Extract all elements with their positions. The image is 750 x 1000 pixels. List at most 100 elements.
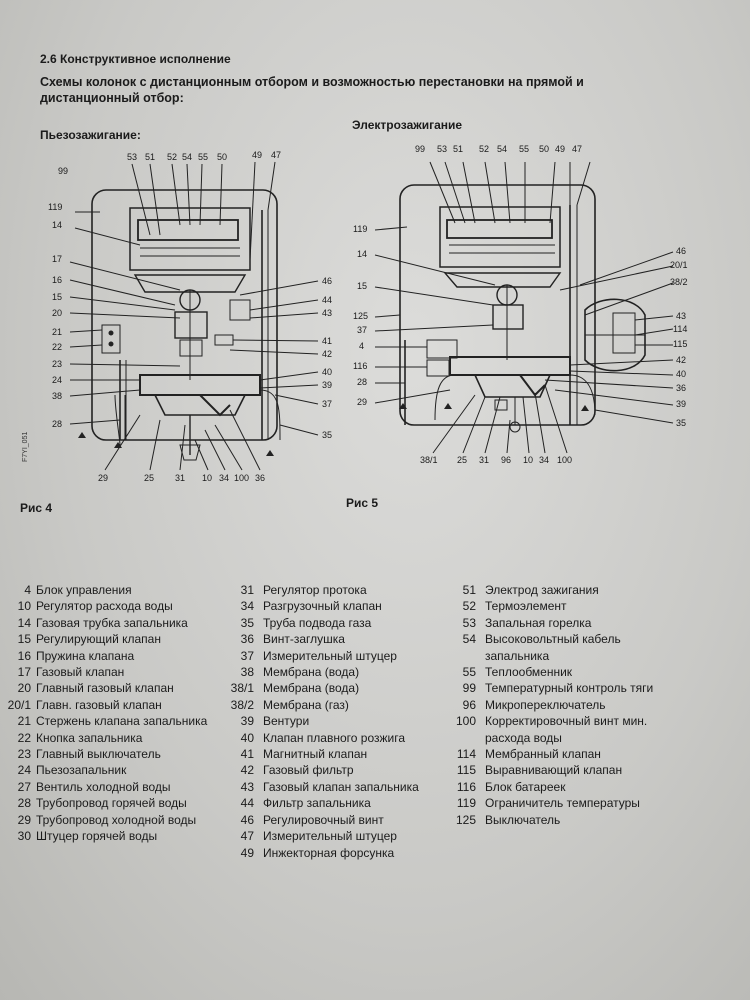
callout-label: 44 [322,295,332,305]
callout-label: 100 [234,473,249,483]
legend-item-number: 35 [240,615,254,630]
legend-item-text: Фильтр запальника [263,796,371,811]
callout-label: 31 [175,473,185,483]
legend-item-number: 29 [17,812,31,827]
callout-label: 47 [271,150,281,160]
legend-item-number: 49 [240,845,254,860]
legend-item-number: 125 [455,812,476,827]
legend-item-text: Мембрана (газ) [263,697,349,712]
legend-item-number: 114 [456,747,476,762]
callout-label: 38 [52,391,62,401]
legend-item-number: 100 [455,714,476,729]
legend-item-number: 116 [456,779,476,794]
callout-label: 43 [676,311,686,321]
legend-item-number: 115 [456,763,476,778]
section-title: 2.6 Конструктивное исполнение [40,52,231,66]
callout-label: 46 [676,246,686,256]
callout-label: 40 [676,369,686,379]
callout-label: 54 [497,144,507,154]
left-figure-heading: Пьезозажигание: [40,128,141,142]
legend-item-number: 54 [462,632,476,647]
legend-item-number: 119 [456,796,476,811]
callout-label: 34 [539,455,549,465]
legend-item: 22 Кнопка запальника [0,730,235,746]
legend-item-number: 22 [17,730,31,745]
legend-item-number: 27 [17,779,31,794]
callout-label: 14 [357,249,367,259]
callout-label: 22 [52,342,62,352]
legend-item-text: Главный газовый клапан [36,681,174,696]
legend-item-number: 55 [462,665,476,680]
legend-item-text: Трубопровод горячей воды [36,796,187,811]
legend-item-number: 10 [17,599,31,614]
callout-label: 20/1 [670,260,688,270]
callout-label: 51 [453,144,463,154]
legend-item-text: Пьезозапальник [36,763,127,778]
callout-label: 37 [322,399,332,409]
callout-label: 35 [322,430,332,440]
legend-item-text: Газовый клапан [36,665,125,680]
callout-label: 116 [353,361,367,371]
legend-item-text: Термоэлемент [485,599,567,614]
legend-item-text: Пружина клапана [36,648,135,663]
callout-label: 10 [523,455,533,465]
legend-item-text: Труба подвода газа [263,615,372,630]
legend-item-text: Винт-заглушка [263,632,345,647]
legend-item-text: Кнопка запальника [36,730,143,745]
callout-label: 38/2 [670,277,688,287]
callout-label: 29 [98,473,108,483]
callout-label: 100 [557,455,572,465]
legend-item-text: Теплообменник [485,665,573,680]
callout-label: 99 [415,144,425,154]
legend-item-number: 99 [462,681,476,696]
legend-item-text: Измерительный штуцер [263,648,397,663]
legend-item-text: Главн. газовый клапан [36,697,162,712]
callout-label: 42 [676,355,686,365]
legend-item-text: Инжекторная форсунка [263,845,395,860]
callout-label: 34 [219,473,229,483]
legend-item-number: 42 [240,763,254,778]
callout-label: 38/1 [420,455,438,465]
callout-label: 39 [676,399,686,409]
legend-item: 100 Корректировочный винт мин. расхода во… [448,713,708,746]
legend-item-text: Трубопровод холодной воды [36,812,197,827]
legend-item-number: 43 [240,779,254,794]
legend-item-text: Регулятор расхода воды [36,599,173,614]
legend-item-number: 4 [24,583,31,597]
legend-item-text: Корректировочный винт мин. расхода воды [485,714,648,745]
callout-label: 23 [52,359,62,369]
legend-item-text: Газовая трубка запальника [36,615,188,630]
legend-item-text: Запальная горелка [485,615,592,630]
legend-item-number: 39 [240,714,254,729]
legend-item-text: Регулятор протока [263,583,367,597]
callout-label: 49 [252,150,262,160]
figure-caption-5: Рис 5 [346,496,379,510]
legend-item-text: Микропереключатель [485,697,606,712]
callout-label: 28 [357,377,367,387]
figure-piezo-ignition-diagram: 99 53 51 52 54 55 50 49 47 119 14 17 16 … [48,150,332,483]
legend-item: 29 Трубопровод холодной воды [0,812,235,828]
legend-item-text: Газовый фильтр [263,763,354,778]
callout-label: 47 [572,144,582,154]
callout-label: 17 [52,254,62,264]
